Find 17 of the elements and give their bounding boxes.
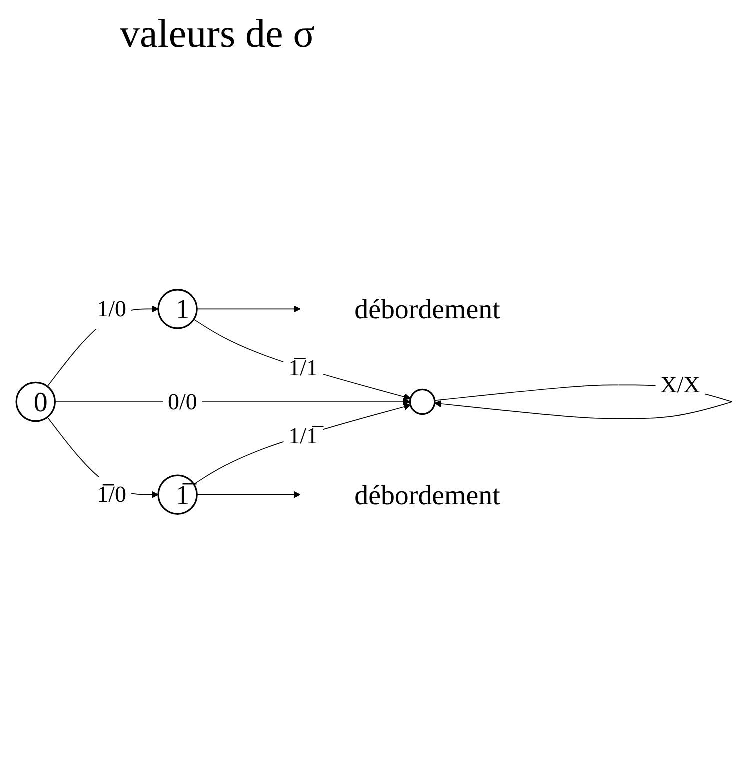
node-circle: 0 xyxy=(16,382,56,422)
edge-label: X/X xyxy=(660,372,700,398)
arrow xyxy=(196,491,301,498)
arrow xyxy=(196,306,301,313)
node-circle: 1̅ xyxy=(158,474,198,515)
edge-label: 1/0 xyxy=(97,296,126,322)
edge-label: 1̅/1 xyxy=(288,356,318,382)
arrow xyxy=(194,403,412,485)
node-text: débordement xyxy=(354,480,500,511)
diagram-title: valeurs de σ xyxy=(120,10,316,57)
edge-label: 0/0 xyxy=(168,390,198,416)
arrow xyxy=(54,398,411,406)
node-text: débordement xyxy=(354,294,500,326)
arrow xyxy=(194,319,412,401)
edge-label: 1̅/0 xyxy=(97,482,126,508)
node-circle: 1 xyxy=(158,289,198,330)
node-circle xyxy=(409,388,436,416)
